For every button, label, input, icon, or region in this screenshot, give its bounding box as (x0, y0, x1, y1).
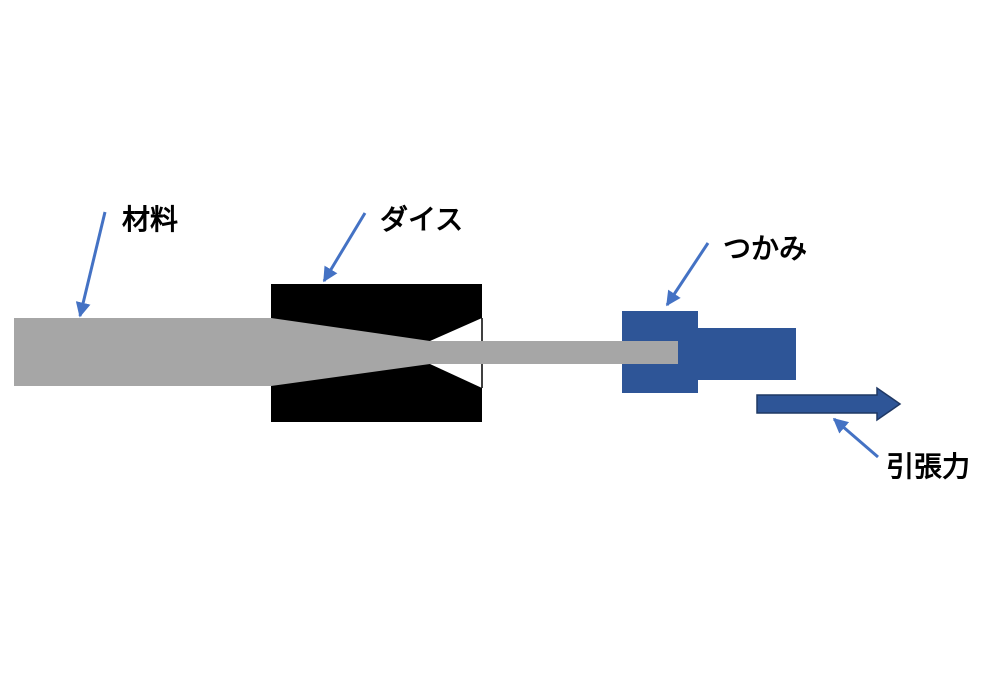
material-pointer-arrow (75, 211, 107, 318)
material-label: 材料 (122, 203, 178, 236)
tension-arrow (756, 386, 902, 422)
grip-pointer-arrow (665, 242, 710, 307)
tension-pointer-arrow (832, 417, 879, 459)
die-pointer-arrow (322, 212, 367, 283)
grip-right-block (698, 328, 796, 380)
material (14, 318, 678, 386)
grip (622, 311, 796, 393)
grip-label: つかみ (723, 232, 807, 265)
die-label: ダイス (380, 203, 463, 236)
tension-label: 引張力 (886, 450, 970, 483)
grip-wire-end (622, 341, 678, 364)
